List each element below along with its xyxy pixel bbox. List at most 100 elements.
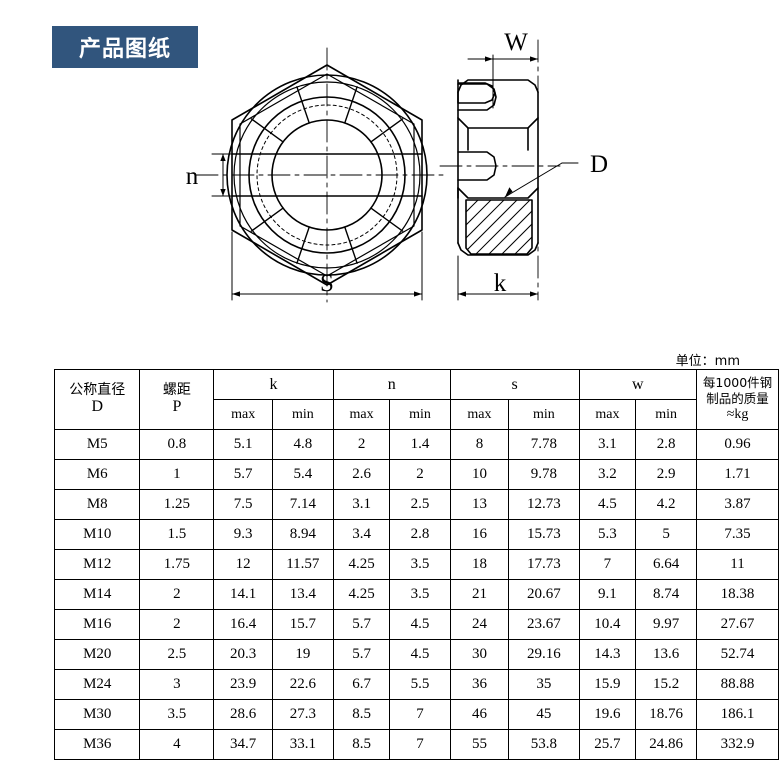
cell-k_min: 22.6 [271,669,334,700]
label-w: W [504,29,528,56]
cell-n_min: 3.5 [389,549,451,580]
cell-n_min: 7 [389,699,451,730]
cell-s_min: 45 [508,699,580,730]
label-s: S [320,270,334,297]
cell-w_max: 14.3 [578,639,637,670]
cell-s_max: 18 [449,549,510,580]
technical-drawing: n S W k D [186,29,608,303]
cell-n_max: 3.4 [332,519,391,550]
cell-n_min: 2.5 [389,489,451,520]
cell-k_max: 12 [213,549,273,580]
cell-s_max: 55 [449,729,510,760]
cell-n_min: 2 [389,459,451,490]
cell-P: 3 [139,669,215,700]
cell-k_min: 7.14 [271,489,334,520]
cell-k_min: 27.3 [271,699,334,730]
header-pitch: 螺距 P [139,369,215,430]
cell-P: 3.5 [139,699,215,730]
cell-n_max: 8.5 [332,729,391,760]
cell-k_max: 20.3 [213,639,273,670]
cell-n_max: 3.1 [332,489,391,520]
leader-d [504,162,579,198]
cell-P: 1 [139,459,215,490]
cell-k_min: 11.57 [271,549,334,580]
cell-w_min: 13.6 [635,639,698,670]
cell-s_min: 17.73 [508,549,580,580]
section-hatching [465,199,533,255]
cell-D: M5 [53,429,141,460]
cell-w_min: 5 [635,519,698,550]
cell-mass: 186.1 [696,699,779,730]
cell-s_max: 21 [449,579,510,610]
cell-s_min: 7.78 [508,429,580,460]
label-k: k [494,270,507,297]
cell-n_min: 3.5 [389,579,451,610]
cell-k_max: 34.7 [213,729,273,760]
label-d: D [590,151,608,178]
cell-w_min: 2.9 [635,459,698,490]
cell-k_min: 8.94 [271,519,334,550]
cell-P: 0.8 [139,429,215,460]
cell-s_min: 12.73 [508,489,580,520]
cell-w_max: 3.2 [578,459,637,490]
cell-w_min: 18.76 [635,699,698,730]
cell-mass: 1.71 [696,459,779,490]
cell-n_max: 4.25 [332,579,391,610]
cell-D: M20 [53,639,141,670]
cell-P: 2.5 [139,639,215,670]
cell-w_max: 19.6 [578,699,637,730]
cell-w_max: 4.5 [578,489,637,520]
cell-s_max: 10 [449,459,510,490]
cell-n_max: 5.7 [332,639,391,670]
cell-w_min: 24.86 [635,729,698,760]
cell-s_max: 36 [449,669,510,700]
cell-mass: 52.74 [696,639,779,670]
cell-n_min: 4.5 [389,639,451,670]
unit-note: 单位：mm [675,354,740,369]
cell-s_min: 35 [508,669,580,700]
cell-D: M6 [53,459,141,490]
cell-P: 2 [139,579,215,610]
cell-s_max: 30 [449,639,510,670]
cell-k_min: 5.4 [271,459,334,490]
cell-n_max: 8.5 [332,699,391,730]
header-group-k: k [213,369,334,400]
cell-n_max: 4.25 [332,549,391,580]
cell-s_max: 13 [449,489,510,520]
cell-P: 4 [139,729,215,760]
specification-table: 公称直径 D 螺距 P k n s w 每1000件钢制品的质量 ≈kg max… [53,369,779,760]
header-w-max: max [578,399,637,430]
cell-D: M12 [53,549,141,580]
cell-k_max: 28.6 [213,699,273,730]
cell-P: 1.75 [139,549,215,580]
cell-mass: 332.9 [696,729,779,760]
cell-P: 1.25 [139,489,215,520]
cell-w_max: 15.9 [578,669,637,700]
cell-w_max: 25.7 [578,729,637,760]
cell-k_max: 5.7 [213,459,273,490]
header-n-min: min [389,399,451,430]
cell-k_min: 19 [271,639,334,670]
cell-k_min: 15.7 [271,609,334,640]
cell-s_max: 8 [449,429,510,460]
table-header-row-2: max min max min max min max min [55,399,779,430]
cell-w_min: 8.74 [635,579,698,610]
cell-P: 1.5 [139,519,215,550]
header-mass: 每1000件钢制品的质量 ≈kg [696,369,779,430]
cell-n_max: 5.7 [332,609,391,640]
cell-w_max: 5.3 [578,519,637,550]
cell-k_max: 7.5 [213,489,273,520]
cell-mass: 18.38 [696,579,779,610]
page-title: 产品图纸 [78,37,171,62]
cell-s_max: 16 [449,519,510,550]
